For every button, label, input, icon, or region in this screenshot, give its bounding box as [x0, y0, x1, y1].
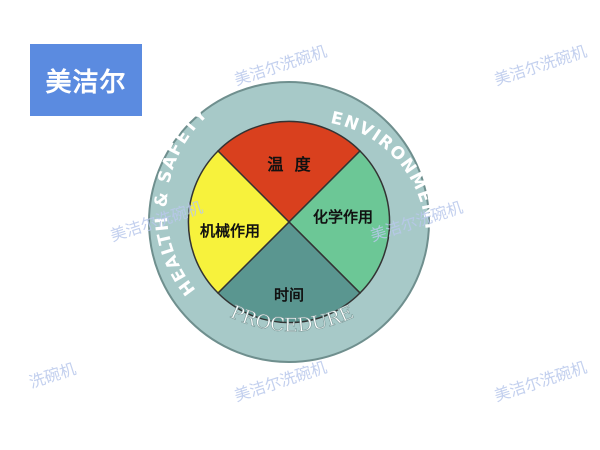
- label-temperature: 温 度: [266, 155, 311, 174]
- label-chemical: 化学作用: [313, 208, 373, 226]
- label-time: 时间: [274, 286, 304, 304]
- quadrants: [187, 120, 391, 324]
- segment-temperature: [216, 120, 362, 224]
- brand-logo-text: 美洁尔: [45, 67, 127, 98]
- brand-logo: 美洁尔: [30, 44, 142, 116]
- label-mechanical: 机械作用: [200, 222, 260, 240]
- segment-chemical: [287, 149, 391, 295]
- segment-time: [216, 220, 362, 324]
- segment-mechanical: [187, 149, 291, 295]
